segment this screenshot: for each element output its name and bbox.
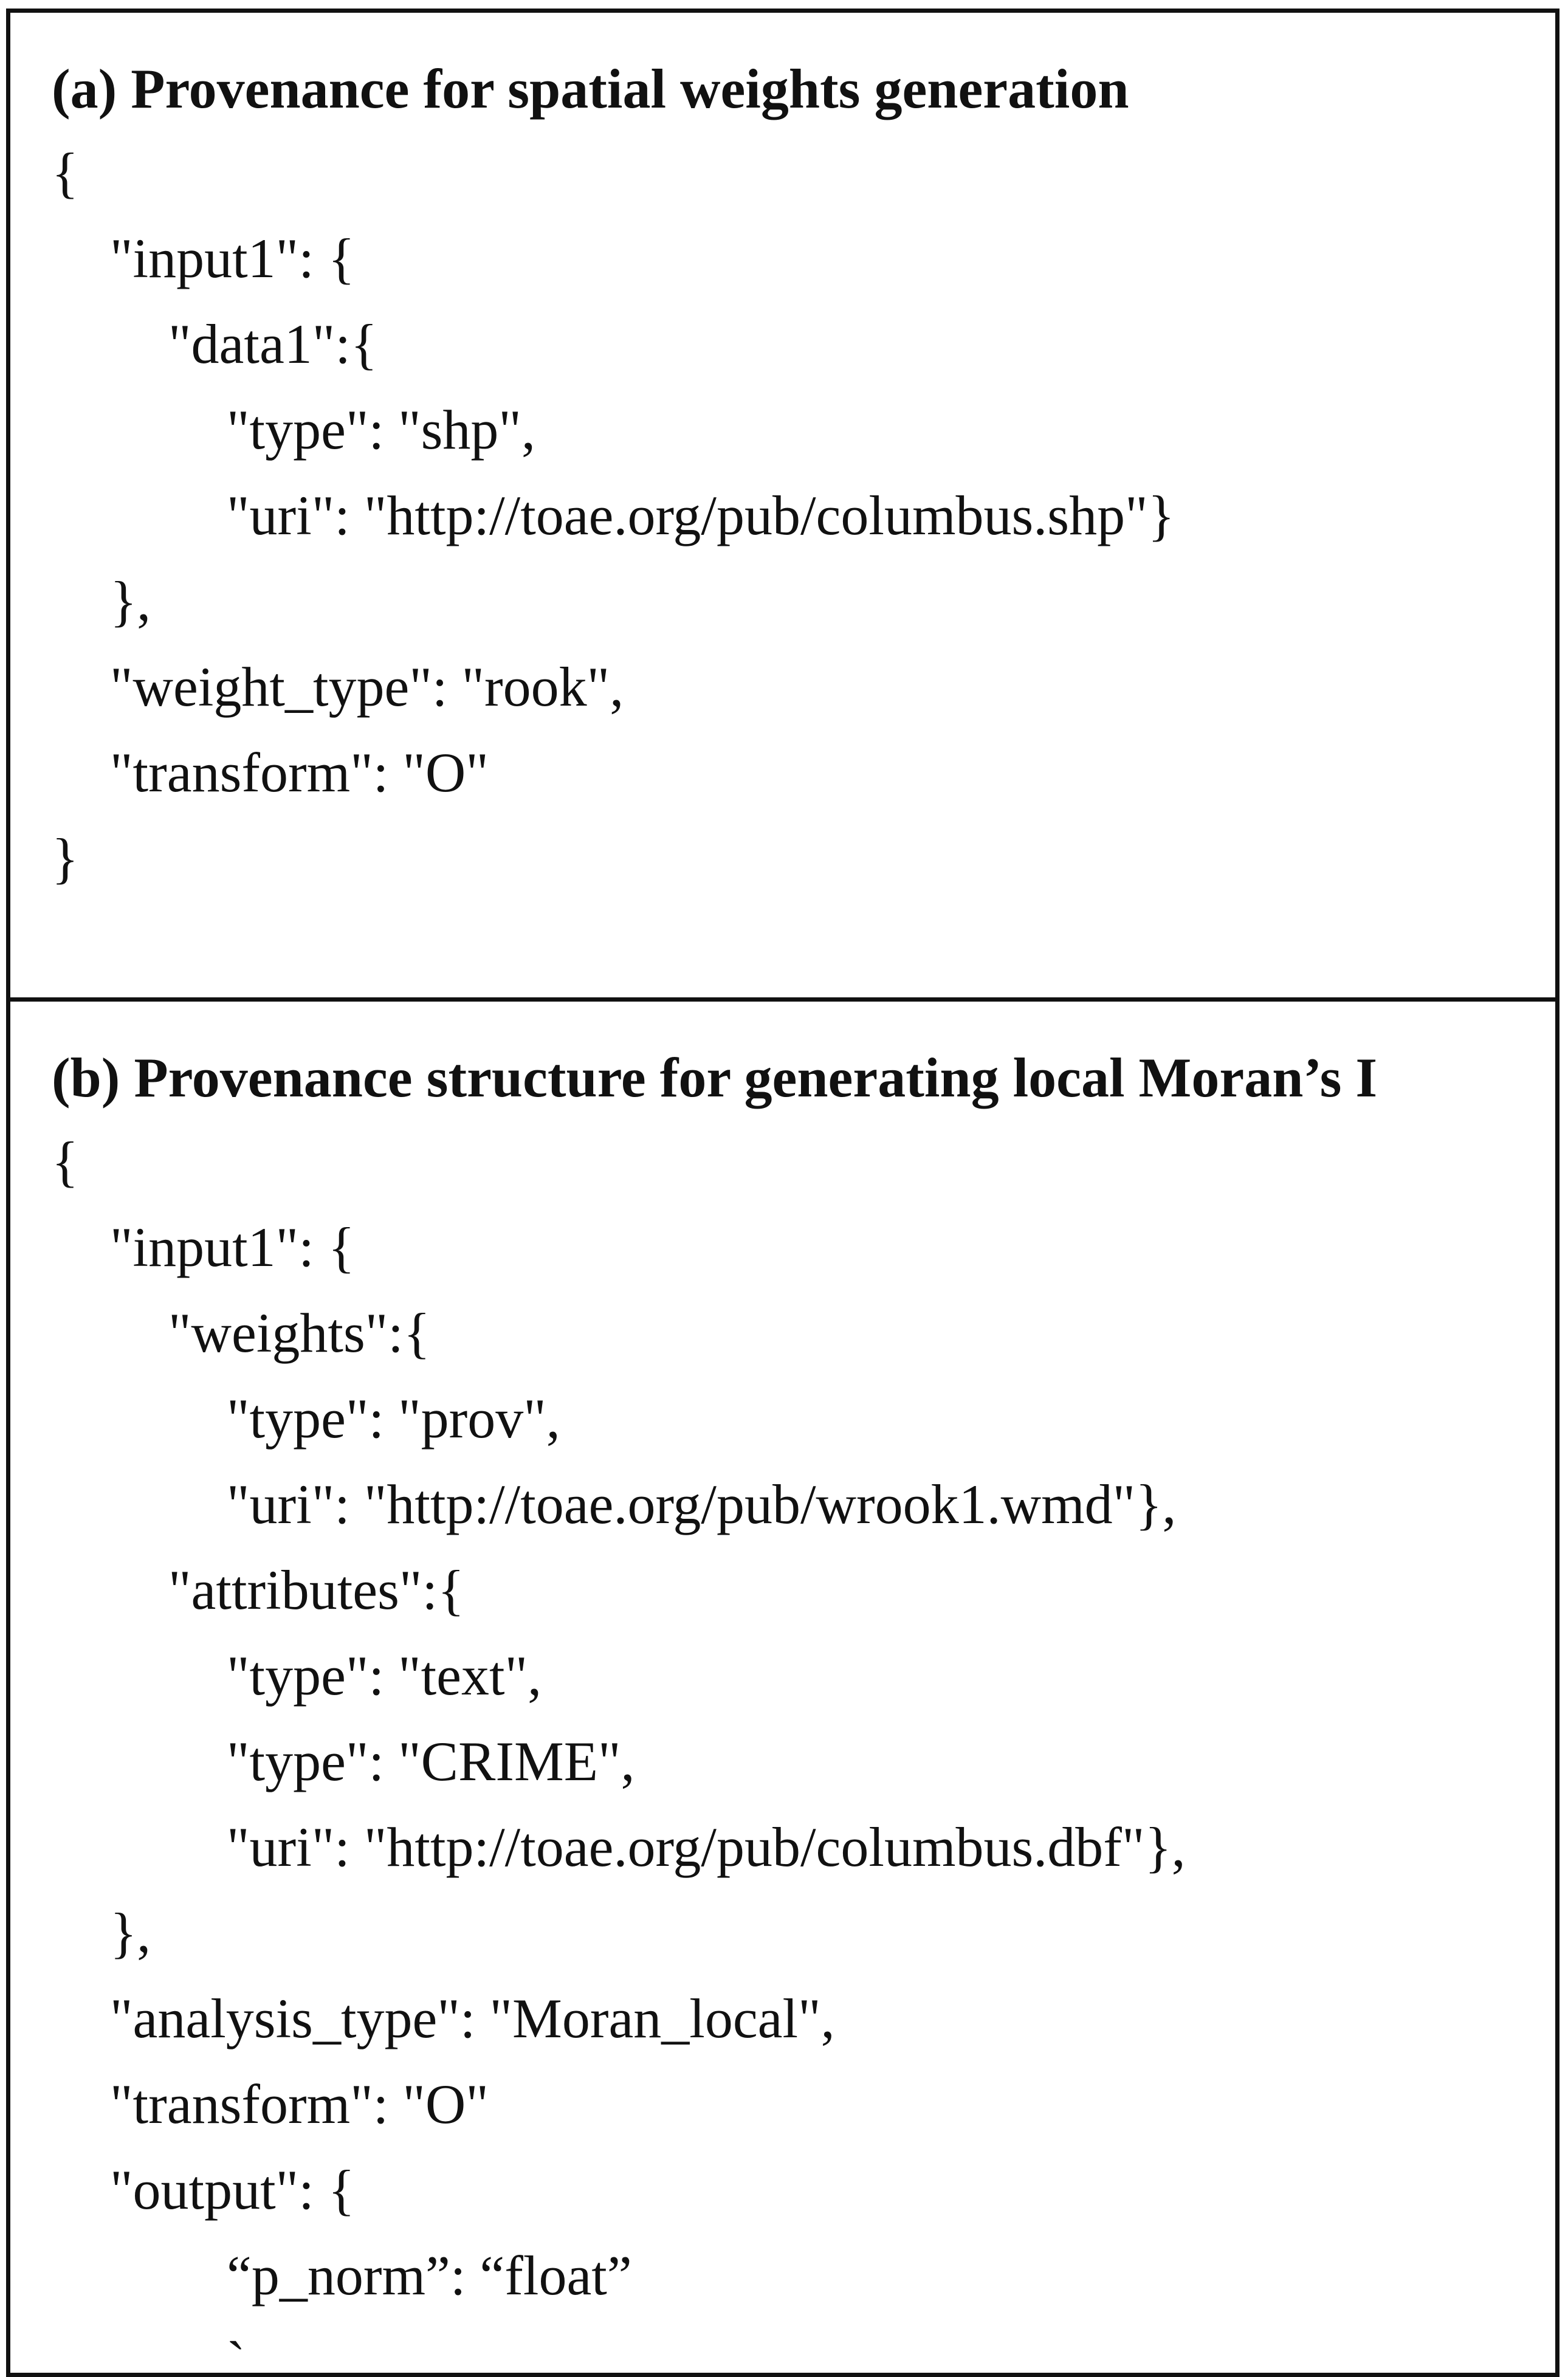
- code-line: `: [227, 2330, 246, 2377]
- code-line: "transform": "O": [110, 2073, 489, 2135]
- code-line: "attributes":{: [168, 1559, 465, 1621]
- code-line: "type": "shp",: [227, 399, 535, 461]
- panel-b-local-morans-i: (b) Provenance structure for generating …: [6, 997, 1559, 2377]
- code-line: "input1": {: [110, 1216, 355, 1278]
- code-line: "type": "text",: [227, 1645, 542, 1707]
- code-line: "analysis_type": "Moran_local",: [110, 1987, 835, 2049]
- code-line: "weight_type": "rook",: [110, 656, 624, 718]
- panel-a-title: (a) Provenance for spatial weights gener…: [52, 58, 1129, 120]
- code-line: "uri": "http://toae.org/pub/wrook1.wmd"}…: [227, 1473, 1177, 1535]
- code-line: },: [110, 1902, 151, 1964]
- panel-a-spatial-weights: (a) Provenance for spatial weights gener…: [6, 9, 1559, 1004]
- code-line: {: [52, 142, 79, 204]
- code-line: "type": "prov",: [227, 1388, 560, 1450]
- code-line: "uri": "http://toae.org/pub/columbus.shp…: [227, 484, 1175, 546]
- code-line: },: [110, 570, 151, 632]
- code-line: "transform": "O": [110, 741, 489, 803]
- code-line: "output": {: [110, 2159, 355, 2221]
- code-line: "weights":{: [168, 1302, 431, 1364]
- code-line: "uri": "http://toae.org/pub/columbus.dbf…: [227, 1816, 1186, 1878]
- code-line: "input1": {: [110, 227, 355, 289]
- code-line: }: [52, 827, 79, 889]
- code-line: "type": "CRIME",: [227, 1730, 635, 1792]
- code-line: "data1":{: [168, 313, 378, 375]
- panel-b-title: (b) Provenance structure for generating …: [52, 1047, 1378, 1109]
- code-line: “p_norm”: “float”: [227, 2245, 632, 2306]
- code-line: {: [52, 1130, 79, 1192]
